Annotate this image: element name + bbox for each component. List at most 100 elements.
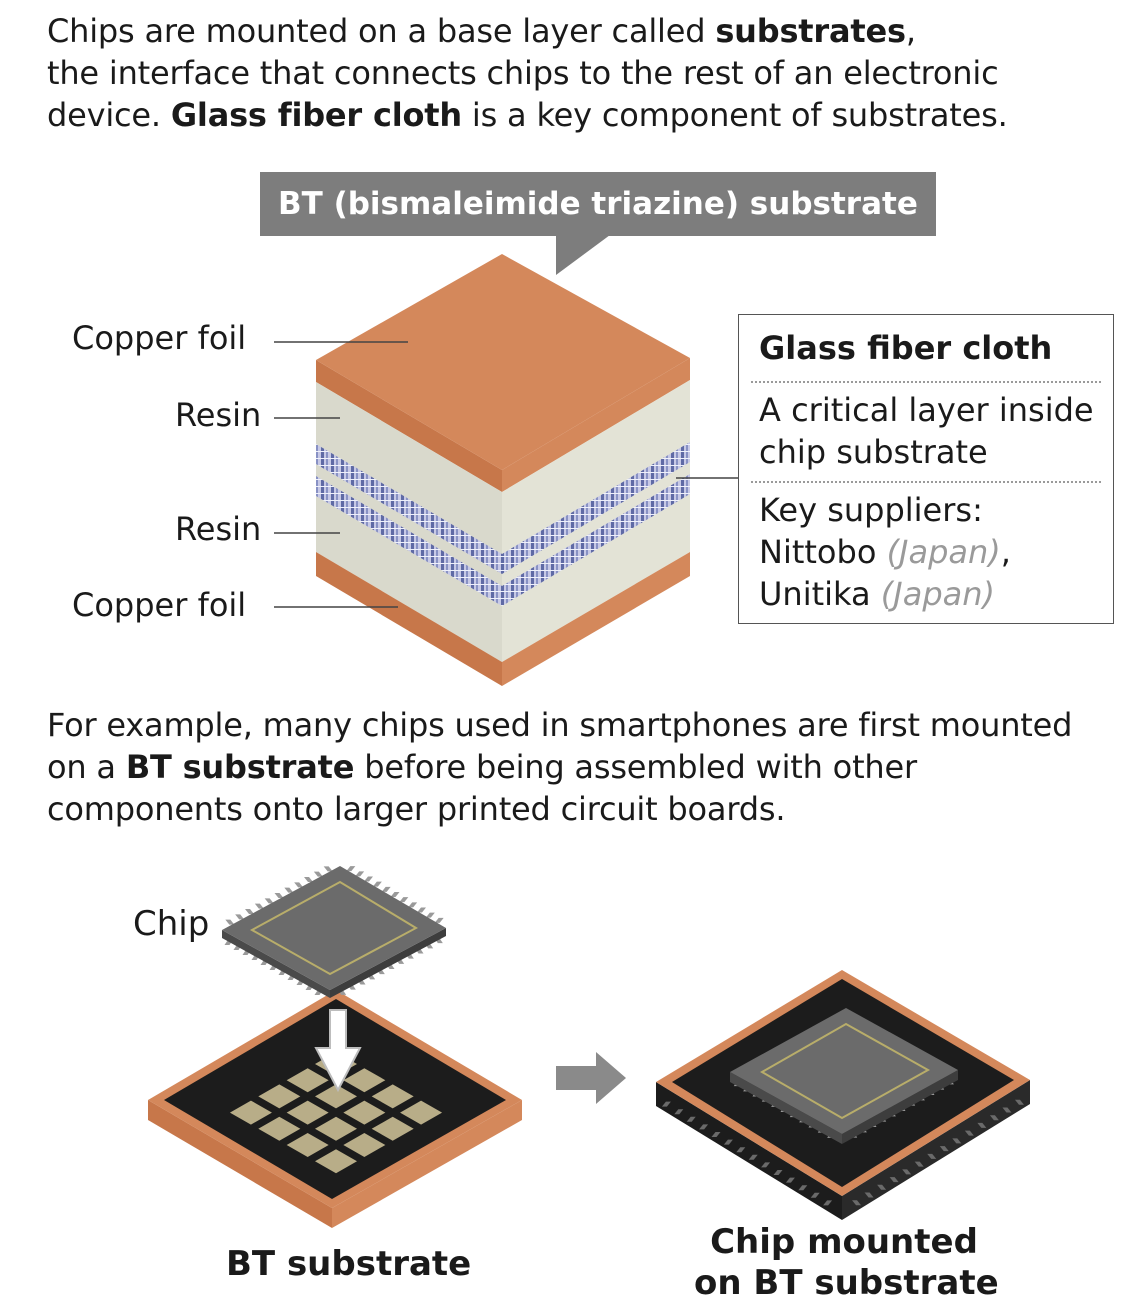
info-description: A critical layer inside chip substrate <box>759 391 1094 471</box>
pin <box>225 919 235 925</box>
board-pad <box>286 1100 329 1125</box>
pin <box>889 1177 899 1183</box>
chip-side-left <box>222 930 330 998</box>
pin <box>1014 1099 1024 1105</box>
example-line-1: For example, many chips used in smartpho… <box>47 706 1073 744</box>
cube-top-copper <box>316 254 690 470</box>
pin <box>355 871 365 877</box>
pin <box>245 909 254 914</box>
pin <box>914 1161 924 1167</box>
chip-outline <box>249 880 419 976</box>
cube-left-copper-top <box>316 360 502 492</box>
intro-line-1: Chips are mounted on a base layer called… <box>47 12 916 50</box>
pin <box>785 1177 795 1183</box>
cube-left-glass-fiber-2 <box>316 476 502 606</box>
pin <box>964 1130 974 1136</box>
board-pad <box>400 1100 443 1125</box>
board-pad <box>343 1133 386 1157</box>
term-bt-substrate: BT substrate <box>125 748 355 786</box>
example-line-2: on a BT substrate before being assembled… <box>47 748 917 786</box>
pin <box>699 1124 709 1130</box>
label-copper-foil-bottom: Copper foil <box>72 586 247 624</box>
example-paragraph: For example, many chips used in smartpho… <box>47 704 1072 830</box>
chip-side-right <box>330 928 446 998</box>
dotted-divider <box>751 481 1101 483</box>
pin <box>417 907 426 913</box>
board-pad <box>343 1100 386 1125</box>
cube-right-copper-top <box>502 358 690 492</box>
pin <box>877 1184 887 1190</box>
pin <box>939 1146 949 1152</box>
label-chip: Chip <box>133 904 210 944</box>
pin <box>313 871 323 877</box>
label-copper-foil-top: Copper foil <box>72 319 247 357</box>
mounted-chip-outline <box>759 1022 931 1120</box>
caption-bt-substrate: BT substrate <box>226 1244 472 1284</box>
intro-line-3: device. Glass fiber cloth is a key compo… <box>47 96 1008 134</box>
right-arrow-icon <box>556 1052 626 1104</box>
pin <box>304 877 313 882</box>
board-pad <box>371 1116 414 1141</box>
pin <box>294 882 304 888</box>
pin <box>723 1139 733 1145</box>
pin <box>364 876 373 882</box>
cube-right-resin <box>502 380 690 662</box>
pin <box>674 1109 684 1115</box>
callout-label: BT (bismaleimide triazine) substrate <box>260 172 936 236</box>
board-pad <box>315 1116 357 1141</box>
term-glass-fiber-cloth: Glass fiber cloth <box>170 96 462 134</box>
pin <box>798 1185 808 1191</box>
callout-tail <box>556 235 610 275</box>
mounted-board-side-right <box>842 1080 1030 1220</box>
down-arrow-icon <box>314 1009 362 1093</box>
board-pad <box>286 1068 329 1093</box>
cube-right-copper-bottom <box>502 552 690 686</box>
pin <box>823 1200 833 1206</box>
intro-paragraph: Chips are mounted on a base layer called… <box>47 10 1008 136</box>
chip-body <box>222 866 446 990</box>
board-pad <box>315 1084 357 1109</box>
cube-left-glass-fiber-1 <box>316 444 502 574</box>
board-pad <box>286 1133 329 1157</box>
cube-right-glass-fiber-1 <box>502 442 690 574</box>
board-edge-left <box>148 1100 332 1228</box>
pin <box>390 892 400 897</box>
board-pad-grid <box>229 1052 443 1174</box>
pin <box>661 1101 671 1107</box>
pin <box>902 1169 912 1175</box>
pin <box>408 902 418 908</box>
mounted-assembly <box>656 970 1030 1220</box>
pin <box>864 1192 874 1198</box>
pin <box>810 1192 820 1198</box>
mounted-chip-side-left <box>730 1072 842 1144</box>
bt-substrate-board <box>148 990 522 1228</box>
supplier-nittobo: Nittobo (Japan), <box>759 533 1011 571</box>
board-pad <box>258 1084 301 1109</box>
mounted-chip-side-right <box>842 1070 958 1144</box>
info-title: Glass fiber cloth <box>759 329 1053 367</box>
info-suppliers: Key suppliers: Nittobo (Japan), Unitika … <box>759 489 1113 615</box>
pin <box>274 893 284 898</box>
board-pad <box>258 1116 301 1141</box>
pin <box>761 1162 771 1168</box>
board-pad <box>229 1100 272 1125</box>
pin <box>952 1138 962 1144</box>
pin <box>736 1147 746 1153</box>
cube-right-glass-fiber-2 <box>502 474 690 606</box>
pin <box>284 887 294 893</box>
pin <box>748 1154 758 1160</box>
mounted-board-side-left <box>656 1082 842 1220</box>
label-resin-bottom: Resin <box>175 510 262 548</box>
supplier-unitika: Unitika (Japan) <box>759 575 995 613</box>
chip-floating <box>222 866 446 998</box>
pin <box>323 866 333 872</box>
glass-fiber-info-box: Glass fiber cloth A critical layer insid… <box>738 314 1114 624</box>
board-pad <box>343 1068 386 1093</box>
pin <box>235 914 245 920</box>
label-resin-top: Resin <box>175 396 262 434</box>
board-pad <box>371 1084 414 1109</box>
pin <box>773 1170 783 1175</box>
pin <box>399 897 409 903</box>
intro-line-2: the interface that connects chips to the… <box>47 54 999 92</box>
